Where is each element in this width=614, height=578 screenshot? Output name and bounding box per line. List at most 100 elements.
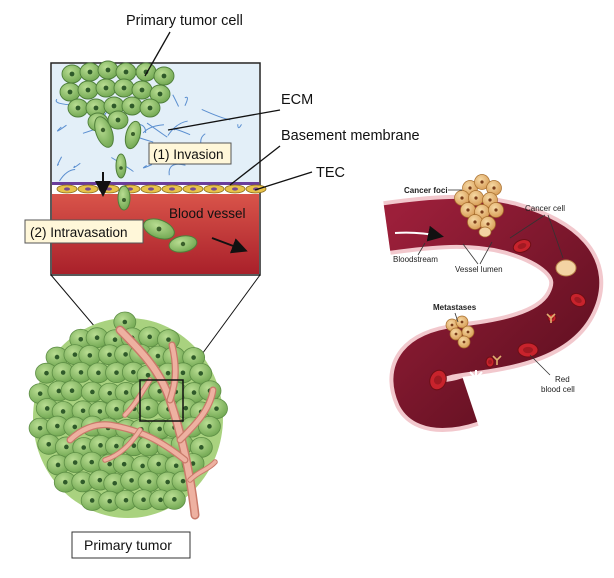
tumor-cell-nucleus <box>114 443 119 449</box>
tumor-cell-nucleus <box>107 390 113 396</box>
primary-tumor-cell-cluster <box>59 60 175 132</box>
tumor-cell-nucleus <box>145 372 151 378</box>
tumor-cell-nucleus <box>85 87 91 93</box>
tumor-cell-nucleus <box>139 87 145 93</box>
tumor-cell-nucleus <box>191 355 196 360</box>
ecm-leader <box>167 109 281 131</box>
tumor-cell-nucleus <box>69 71 75 77</box>
tec-nucleus <box>85 187 91 191</box>
tumor-cell-nucleus <box>207 424 212 429</box>
cancer-cell-leader-1 <box>509 214 546 239</box>
primary-tumor-cell-leader <box>144 31 171 77</box>
ecm-fiber <box>184 96 188 106</box>
tumor-cell-nucleus <box>80 408 86 414</box>
tumor-cell-nucleus <box>94 335 100 340</box>
basement-membrane-label: Basement membrane <box>281 128 420 144</box>
tumor-cell-nucleus <box>131 443 137 449</box>
tumor-cell-nucleus <box>131 369 136 375</box>
metastases-leader <box>454 312 459 323</box>
tumor-cell-nucleus <box>67 89 73 95</box>
tumor-cell-nucleus <box>191 390 197 395</box>
cancer-foci-label: Cancer foci <box>404 186 448 195</box>
tumor-cell-nucleus <box>129 478 134 483</box>
bloodstream-label: Bloodstream <box>393 255 438 264</box>
tumor-cell-nucleus <box>165 370 171 376</box>
tumor-cell-nucleus <box>107 461 112 467</box>
tumor-cell-nucleus <box>107 352 112 358</box>
ecm-fiber <box>57 156 63 166</box>
tumor-cell-nucleus <box>112 480 118 486</box>
cancer-foci-nucleus <box>480 210 484 214</box>
tumor-cell-nucleus <box>107 498 112 504</box>
invasion-label: (1) Invasion <box>153 147 224 162</box>
tumor-cell-nucleus <box>156 461 161 467</box>
tumor-cell-nucleus <box>37 425 43 431</box>
tumor-cell-nucleus <box>103 85 109 91</box>
tumor-cell-nucleus <box>111 103 117 109</box>
tumor-cell-nucleus <box>60 370 66 375</box>
tumor-cell-nucleus <box>72 460 78 465</box>
tumor-cell-nucleus <box>198 371 204 376</box>
cancer-foci-cluster <box>454 174 504 238</box>
tumor-cell-nucleus <box>64 444 69 450</box>
ecm-fiber <box>142 124 164 134</box>
vessel-lumen-leader-1 <box>462 243 479 265</box>
tumor-cell-nucleus <box>98 443 103 448</box>
cancer-foci-nucleus <box>460 196 464 200</box>
tumor-cell-nucleus <box>123 390 129 395</box>
zoom-box <box>50 60 267 276</box>
tumor-cell-nucleus <box>190 461 196 466</box>
tumor-cell-nucleus <box>145 405 151 411</box>
ecm-fiber <box>111 157 134 173</box>
primary-tumor-cell-label: Primary tumor cell <box>126 13 243 29</box>
cancer-cell-leader-2 <box>547 214 564 259</box>
platelet <box>492 355 502 365</box>
tumor-cell-nucleus <box>157 91 163 97</box>
tec-nucleus <box>169 187 175 191</box>
tumor-cell-nucleus <box>78 370 84 375</box>
red-blood-cell-label-line1: Red <box>555 375 570 384</box>
intravasation-label-box: (2) Intravasation <box>24 219 144 244</box>
cancer-foci-nucleus <box>474 196 478 200</box>
tumor-cell-nucleus <box>78 336 84 342</box>
red-blood-cell-label-line2: blood cell <box>541 385 575 394</box>
zoom-selection-box <box>139 379 184 422</box>
tumor-cell-nucleus <box>165 479 170 485</box>
tec-nucleus <box>148 187 154 191</box>
intravasation-label: (2) Intravasation <box>30 225 128 240</box>
tumor-cell-nucleus <box>161 73 167 79</box>
tumor-cell-nucleus <box>60 409 66 414</box>
metastasis-nucleus <box>462 340 466 344</box>
ecm-fiber <box>167 120 188 136</box>
tumor-cell-nucleus <box>141 497 146 503</box>
metastases-label: Metastases <box>433 303 477 312</box>
tumor-blood-vessels <box>66 325 218 520</box>
tumor-cell-nucleus <box>44 406 50 411</box>
cancer-cell-attaching <box>478 226 492 238</box>
red-blood-cell-center <box>488 359 492 365</box>
tumor-cell-nucleus <box>157 388 162 394</box>
invading-cells <box>94 116 142 211</box>
tumor-cell-nucleus <box>37 391 43 396</box>
tumor-cell-nucleus <box>123 497 129 503</box>
tumor-cell-nucleus <box>54 354 60 360</box>
ecm-fiber <box>168 163 186 176</box>
cancer-foci-nucleus <box>468 186 472 190</box>
blood-vessel-label: Blood vessel <box>169 206 246 221</box>
tumor-cell-nucleus <box>80 479 86 485</box>
ecm-fiber <box>59 168 76 182</box>
ecm-fiber <box>142 164 153 169</box>
tumor-cell-nucleus <box>55 423 60 429</box>
cancer-foci-nucleus <box>494 208 498 212</box>
tumor-cell-nucleus <box>105 67 111 73</box>
tumor-cell-nucleus <box>214 406 219 411</box>
red-blood-cell-leader <box>529 354 551 376</box>
red-blood-cells <box>429 239 587 391</box>
primary-tumor-label: Primary tumor <box>84 537 172 553</box>
tumor-cell-nucleus <box>158 497 163 503</box>
cancer-foci-nucleus <box>486 222 490 226</box>
tumor-cell-nucleus <box>173 463 179 469</box>
red-blood-cell-center <box>523 346 533 354</box>
ecm-fiber <box>73 162 81 169</box>
tumor-cell-nucleus <box>115 117 121 123</box>
